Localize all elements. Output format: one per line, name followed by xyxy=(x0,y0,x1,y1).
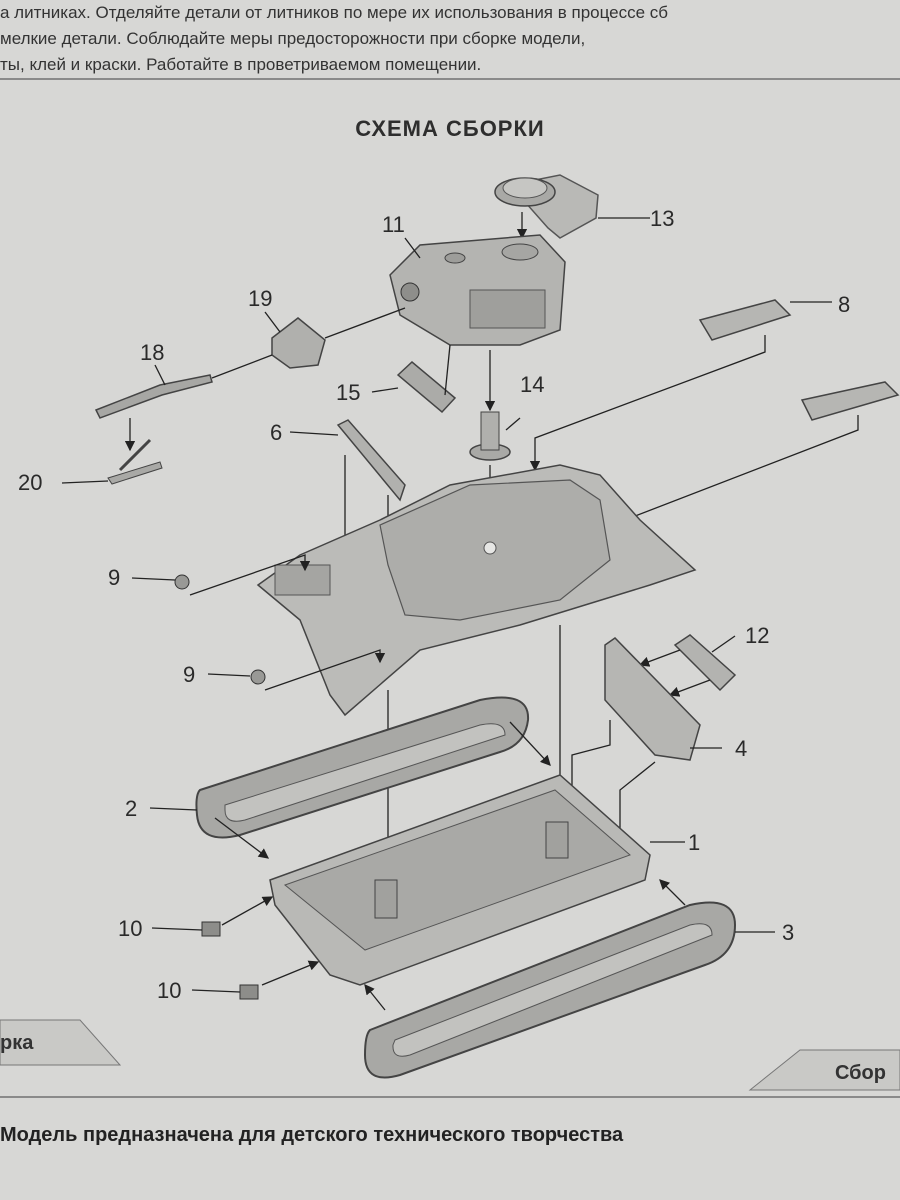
label-9-upper: 9 xyxy=(108,565,120,590)
label-11: 11 xyxy=(382,212,405,237)
label-19: 19 xyxy=(248,286,272,311)
label-13: 13 xyxy=(650,206,674,231)
tab-right-shape xyxy=(748,1049,900,1091)
leader-20 xyxy=(61,480,109,484)
label-10-lower: 10 xyxy=(157,978,181,1003)
tab-left-shape xyxy=(0,1019,122,1066)
leader-10-lower xyxy=(191,989,241,993)
page-title: СХЕМА СБОРКИ xyxy=(355,116,545,141)
leader-9-lower xyxy=(207,673,251,677)
label-4: 4 xyxy=(735,736,747,761)
leader-11 xyxy=(404,237,421,259)
part-4-rear-plate xyxy=(604,637,701,761)
part-6-panel xyxy=(336,419,406,502)
part-8-fender-b xyxy=(800,381,900,421)
label-20: 20 xyxy=(18,470,42,495)
part-8-fender-a xyxy=(698,299,792,341)
part-11-turret xyxy=(389,234,566,346)
instructions-line-3: ты, клей и краски. Работайте в проветрив… xyxy=(0,55,482,74)
label-18: 18 xyxy=(140,340,164,365)
part-3-track-right xyxy=(363,901,737,1079)
label-14: 14 xyxy=(520,372,544,397)
part-2-track-left xyxy=(195,696,530,839)
arrow-3b xyxy=(364,983,386,1011)
tab-left-label: рка xyxy=(0,1032,34,1054)
instructions-line-1: а литниках. Отделяйте детали от литников… xyxy=(0,3,669,22)
part-12-piece xyxy=(673,634,737,692)
part-9-upper xyxy=(174,574,190,590)
tab-right-label: Сбор xyxy=(835,1062,886,1084)
part-1-lower-hull xyxy=(269,774,651,986)
label-3: 3 xyxy=(782,920,794,945)
part-19-mantlet xyxy=(271,317,326,369)
part-upper-hull xyxy=(256,464,697,717)
part-10-lower xyxy=(239,984,259,1000)
label-12: 12 xyxy=(745,623,769,648)
label-6: 6 xyxy=(270,420,282,445)
leader-18 xyxy=(154,364,166,386)
line-19-11 xyxy=(324,307,406,339)
leader-6 xyxy=(289,431,339,436)
leader-9-upper xyxy=(131,577,176,581)
arrow-2a xyxy=(214,817,270,859)
line-15-11 xyxy=(444,344,451,396)
instructions-line-2: мелкие детали. Соблюдайте меры предостор… xyxy=(0,29,586,48)
label-9-lower: 9 xyxy=(183,662,195,687)
part-18-barrel xyxy=(94,374,213,419)
footer-text: Модель предназначена для детского технич… xyxy=(0,1124,624,1146)
leader-19 xyxy=(264,311,281,333)
arrow-4a xyxy=(566,720,611,812)
instructions-text: а литниках. Отделяйте детали от литников… xyxy=(0,0,900,80)
label-2: 2 xyxy=(125,796,137,821)
part-20-stand xyxy=(107,438,163,485)
leader-15 xyxy=(371,387,399,393)
part-14-ring xyxy=(469,411,511,461)
part-9-lower xyxy=(250,669,266,685)
arrow-10-upper xyxy=(221,896,274,926)
arrow-12a xyxy=(638,649,681,667)
arrow-2b xyxy=(509,721,551,766)
line-18-19 xyxy=(211,354,273,379)
arrow-8b xyxy=(624,415,859,557)
leader-10-upper xyxy=(151,927,203,931)
leader-2 xyxy=(149,807,198,811)
top-divider xyxy=(0,78,900,80)
arrow-9-lower xyxy=(264,649,386,691)
label-10-upper: 10 xyxy=(118,916,142,941)
arrow-3a xyxy=(659,879,686,906)
arrow-12b xyxy=(668,679,711,697)
leader-12 xyxy=(711,635,736,653)
bottom-divider xyxy=(0,1096,900,1098)
arrow-8a xyxy=(529,335,766,472)
arrow-10-lower xyxy=(261,960,320,986)
part-15-cylinder xyxy=(396,361,457,414)
leader-14 xyxy=(505,417,521,431)
part-13-hatch xyxy=(494,174,599,239)
label-8: 8 xyxy=(838,292,850,317)
part-10-upper xyxy=(201,921,221,937)
label-15: 15 xyxy=(336,380,360,405)
arrow-9-upper xyxy=(189,554,311,596)
label-1: 1 xyxy=(688,830,700,855)
